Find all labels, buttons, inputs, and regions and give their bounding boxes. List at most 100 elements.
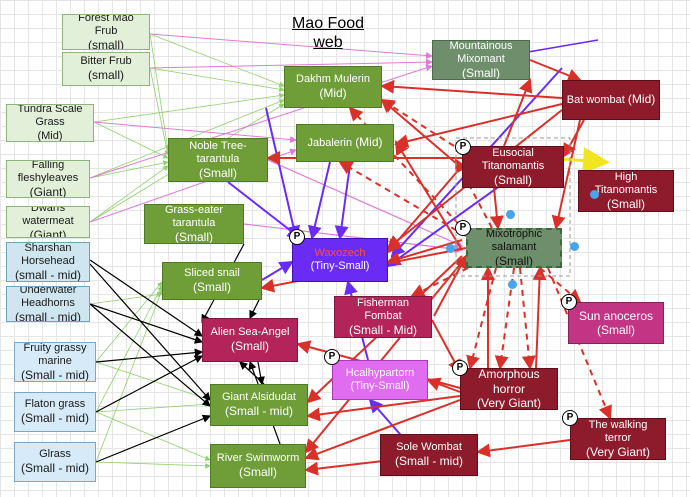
node-amorphous-horror[interactable]: Amorphous horror(Very Giant) (460, 368, 558, 410)
node-bitter-frub[interactable]: Bitter Frub(small) (62, 52, 150, 86)
node-size: (Small - mid) (21, 461, 89, 476)
node-giant-alsidudat[interactable]: Giant Alsidudat(Small - mid) (210, 384, 308, 426)
node-mixotrophic-salamant[interactable]: Mixotrophic salamant(Small) (466, 228, 562, 268)
node-alien-sea-angel[interactable]: Alien Sea-Angel(Small) (202, 318, 298, 362)
food-web-arrow (149, 67, 170, 156)
node-dakhm-mulerin[interactable]: Dakhm Mulerin (Mid) (284, 66, 382, 108)
node-size: (small) (88, 38, 124, 50)
node-size: (Small) (239, 465, 277, 479)
node-fruity-grassy-marine[interactable]: Fruity grassy marine(Small - mid) (14, 342, 96, 382)
node-falling-fleshyleaves[interactable]: Falling fleshyleaves(Giant) (6, 160, 90, 198)
food-web-arrow (89, 165, 169, 223)
food-web-arrow (89, 291, 163, 305)
node-label: Mountainous Mixomant (449, 40, 513, 65)
food-web-arrow (489, 187, 504, 230)
node-label: Grass-eater tarantula (164, 204, 224, 229)
food-web-arrow (380, 98, 455, 147)
node-river-swimworm[interactable]: River Swimworm (Small) (210, 444, 306, 488)
node-label: Falling fleshyleaves (17, 160, 79, 184)
node-sole-wombat[interactable]: Sole Wombat (Small - mid) (380, 434, 478, 476)
node-sharshan-horsehead[interactable]: Sharshan Horsehead(small - mid) (6, 242, 90, 282)
node-sliced-snail[interactable]: Sliced snail (Small) (162, 262, 262, 300)
node-label: Giant Alsidudat (222, 391, 296, 404)
node-eusocial-titanomantis[interactable]: Eusocial Titanomantis(Small) (462, 146, 564, 188)
node-size: (Small - mid) (21, 368, 89, 382)
decorative-dot (508, 280, 517, 289)
node-underwater-headhorns[interactable]: Underwater Headhorns(small - mid) (6, 286, 90, 322)
node-label: Dwarfs watermeat (22, 206, 74, 227)
node-noble-tree-tarantula[interactable]: Noble Tree-tarantula(Small) (168, 138, 268, 182)
food-web-arrow (267, 159, 464, 247)
node-label: Waxozech (314, 246, 366, 259)
food-web-arrow (89, 259, 203, 337)
node-label: Fisherman Fombat (357, 296, 409, 322)
food-web-arrow (149, 33, 171, 151)
food-web-arrow (95, 285, 163, 413)
node-size: (Giant) (29, 185, 67, 198)
food-web-arrow (466, 267, 497, 370)
food-web-arrow (95, 414, 212, 463)
node-size: (Tiny-Small) (350, 380, 410, 392)
food-web-arrow (426, 377, 461, 393)
node-size: (Small) (494, 173, 532, 187)
node-glrass[interactable]: Glrass(Small - mid) (14, 442, 96, 482)
node-bat-wombat[interactable]: Bat wombat (Mid) (562, 80, 660, 120)
food-web-arrow (380, 79, 563, 99)
food-web-arrow (539, 267, 582, 304)
food-web-arrow (95, 348, 204, 363)
node-label: Underwater Headhorns (19, 286, 77, 309)
food-web-arrow (93, 92, 285, 123)
node-label: Eusocial Titanomantis (481, 146, 545, 172)
food-web-arrow (532, 266, 547, 369)
node-fisherman-fombat[interactable]: Fisherman Fombat(Small - Mid) (334, 296, 432, 338)
node-label: River Swimworm (216, 451, 300, 464)
food-web-arrow (304, 399, 461, 461)
node-label: Mixotrophic salamant (485, 228, 543, 253)
node-size: (Mid) (37, 129, 63, 142)
food-web-arrow (89, 303, 204, 344)
node-label: Fruity grassy marine (23, 342, 87, 367)
food-web-arrow (380, 98, 465, 171)
food-web-arrow (95, 401, 211, 413)
node-size: (Small) (462, 66, 500, 80)
node-dwarfs-watermeat[interactable]: Dwarfs watermeat(Giant) (6, 206, 90, 238)
food-web-arrow (519, 267, 536, 370)
group-frame (455, 137, 571, 277)
food-web-arrow (261, 260, 294, 281)
node-hcalhypartorn[interactable]: Hcalhypartorn(Tiny-Small) (332, 360, 428, 400)
food-web-arrow (95, 461, 211, 469)
node-waxozech[interactable]: Waxozech(Tiny-Small) (292, 238, 388, 282)
node-flaton-grass[interactable]: Flaton grass(Small - mid) (14, 392, 96, 432)
decorative-dot (570, 242, 579, 251)
p-marker: P (562, 410, 578, 426)
food-web-arrow (307, 161, 331, 240)
node-label: Amorphous horror (478, 368, 540, 396)
node-size: (small - mid) (15, 310, 81, 322)
food-web-arrow (89, 263, 211, 401)
node-size: (Small) (230, 339, 269, 354)
node-forest-mao-frub[interactable]: Forest Mao Frub(small) (62, 14, 150, 50)
node-label: High Titanomantis (594, 170, 658, 196)
node-size: (Small - mid) (395, 454, 463, 468)
node-tundra-scale-grass[interactable]: Tundra Scale Grass(Mid) (6, 104, 94, 142)
food-web-arrow (433, 254, 467, 317)
decorative-dot (506, 210, 515, 219)
node-grass-eater-tarantula[interactable]: Grass-eater tarantula(Small) (144, 204, 244, 244)
food-web-arrow (476, 439, 571, 458)
node-jabalerin[interactable]: Jabalerin (Mid) (296, 124, 394, 162)
p-marker: P (289, 229, 305, 245)
food-web-arrow (89, 160, 169, 179)
node-size: (small - mid) (15, 268, 81, 282)
node-size: (Small) (193, 280, 231, 294)
node-label: Sun anoceros (578, 308, 654, 323)
node-size: (Small) (607, 197, 645, 211)
p-marker: P (452, 360, 468, 376)
p-marker: P (455, 220, 471, 236)
node-label: The walking terror (588, 418, 648, 444)
node-label: Alien Sea-Angel (210, 326, 290, 339)
node-mountainous-mixomant[interactable]: Mountainous Mixomant(Small) (432, 40, 530, 80)
node-label: Dakhm Mulerin (296, 72, 370, 85)
node-sun-anoceros[interactable]: Sun anoceros(Small) (568, 302, 664, 344)
node-the-walking-terror[interactable]: The walking terror(Very Giant) (570, 418, 666, 460)
